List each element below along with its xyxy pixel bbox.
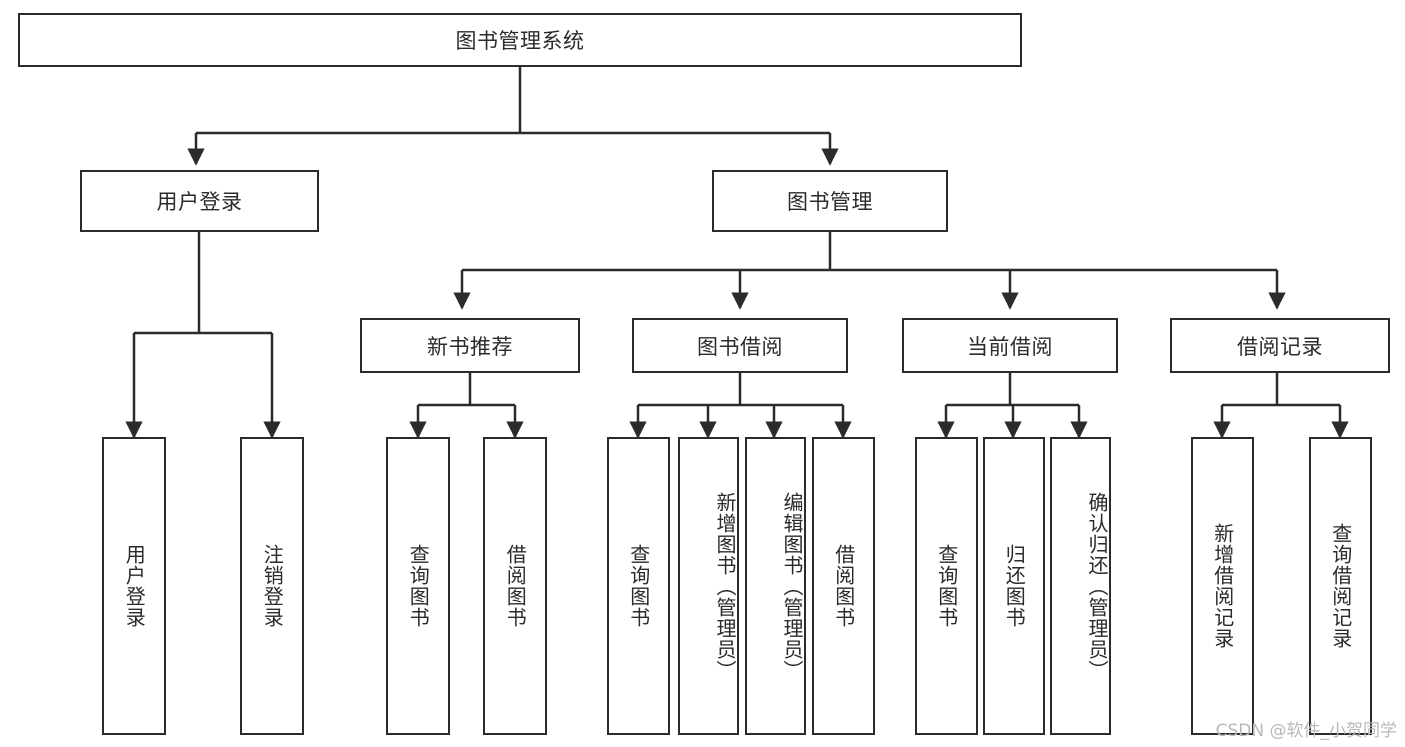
node-leaf-return-book-label: 归还图书 bbox=[1002, 544, 1027, 628]
node-root-system[interactable]: 图书管理系统 bbox=[18, 13, 1022, 67]
watermark: CSDN @软件_小贺同学 bbox=[1215, 721, 1397, 741]
node-leaf-borrow-book-rec[interactable]: 借阅图书 bbox=[483, 437, 547, 735]
node-leaf-add-book-admin[interactable]: 新增图书（管理员） bbox=[678, 437, 739, 735]
node-borrow-record-label: 借阅记录 bbox=[1237, 334, 1323, 359]
node-leaf-add-borrow-record[interactable]: 新增借阅记录 bbox=[1191, 437, 1254, 735]
node-borrow-record[interactable]: 借阅记录 bbox=[1170, 318, 1390, 373]
node-leaf-logout[interactable]: 注销登录 bbox=[240, 437, 304, 735]
node-current-borrow-label: 当前借阅 bbox=[967, 334, 1053, 359]
node-leaf-query-borrow-record[interactable]: 查询借阅记录 bbox=[1309, 437, 1372, 735]
node-leaf-edit-book-admin-label: 编辑图书（管理员） bbox=[780, 491, 804, 681]
node-leaf-add-book-admin-label: 新增图书（管理员） bbox=[713, 491, 737, 681]
node-user-login[interactable]: 用户登录 bbox=[80, 170, 319, 232]
node-leaf-user-login[interactable]: 用户登录 bbox=[102, 437, 166, 735]
node-leaf-query-book-current-label: 查询图书 bbox=[934, 544, 959, 628]
node-book-borrow[interactable]: 图书借阅 bbox=[632, 318, 848, 373]
node-leaf-edit-book-admin[interactable]: 编辑图书（管理员） bbox=[745, 437, 806, 735]
node-leaf-confirm-return-admin[interactable]: 确认归还（管理员） bbox=[1050, 437, 1111, 735]
node-book-manage-label: 图书管理 bbox=[787, 190, 873, 214]
node-leaf-user-login-label: 用户登录 bbox=[122, 544, 147, 628]
node-leaf-add-borrow-record-label: 新增借阅记录 bbox=[1210, 523, 1235, 649]
node-leaf-borrow-book-rec-label: 借阅图书 bbox=[503, 544, 528, 628]
node-leaf-return-book[interactable]: 归还图书 bbox=[983, 437, 1045, 735]
node-leaf-borrow-book-label: 借阅图书 bbox=[831, 544, 856, 628]
node-leaf-logout-label: 注销登录 bbox=[260, 544, 285, 628]
node-book-borrow-label: 图书借阅 bbox=[697, 334, 783, 359]
node-user-login-label: 用户登录 bbox=[156, 190, 243, 214]
node-leaf-query-book-rec[interactable]: 查询图书 bbox=[386, 437, 450, 735]
node-leaf-borrow-book[interactable]: 借阅图书 bbox=[812, 437, 875, 735]
node-leaf-query-book-borrow[interactable]: 查询图书 bbox=[607, 437, 670, 735]
node-new-book-recommend[interactable]: 新书推荐 bbox=[360, 318, 580, 373]
node-leaf-confirm-return-admin-label: 确认归还（管理员） bbox=[1085, 491, 1109, 681]
node-current-borrow[interactable]: 当前借阅 bbox=[902, 318, 1118, 373]
node-root-system-label: 图书管理系统 bbox=[455, 29, 585, 53]
node-leaf-query-borrow-record-label: 查询借阅记录 bbox=[1328, 523, 1353, 649]
node-book-manage[interactable]: 图书管理 bbox=[712, 170, 948, 232]
node-leaf-query-book-current[interactable]: 查询图书 bbox=[915, 437, 978, 735]
node-leaf-query-book-rec-label: 查询图书 bbox=[406, 544, 431, 628]
node-new-book-recommend-label: 新书推荐 bbox=[427, 334, 513, 359]
node-leaf-query-book-borrow-label: 查询图书 bbox=[626, 544, 651, 628]
